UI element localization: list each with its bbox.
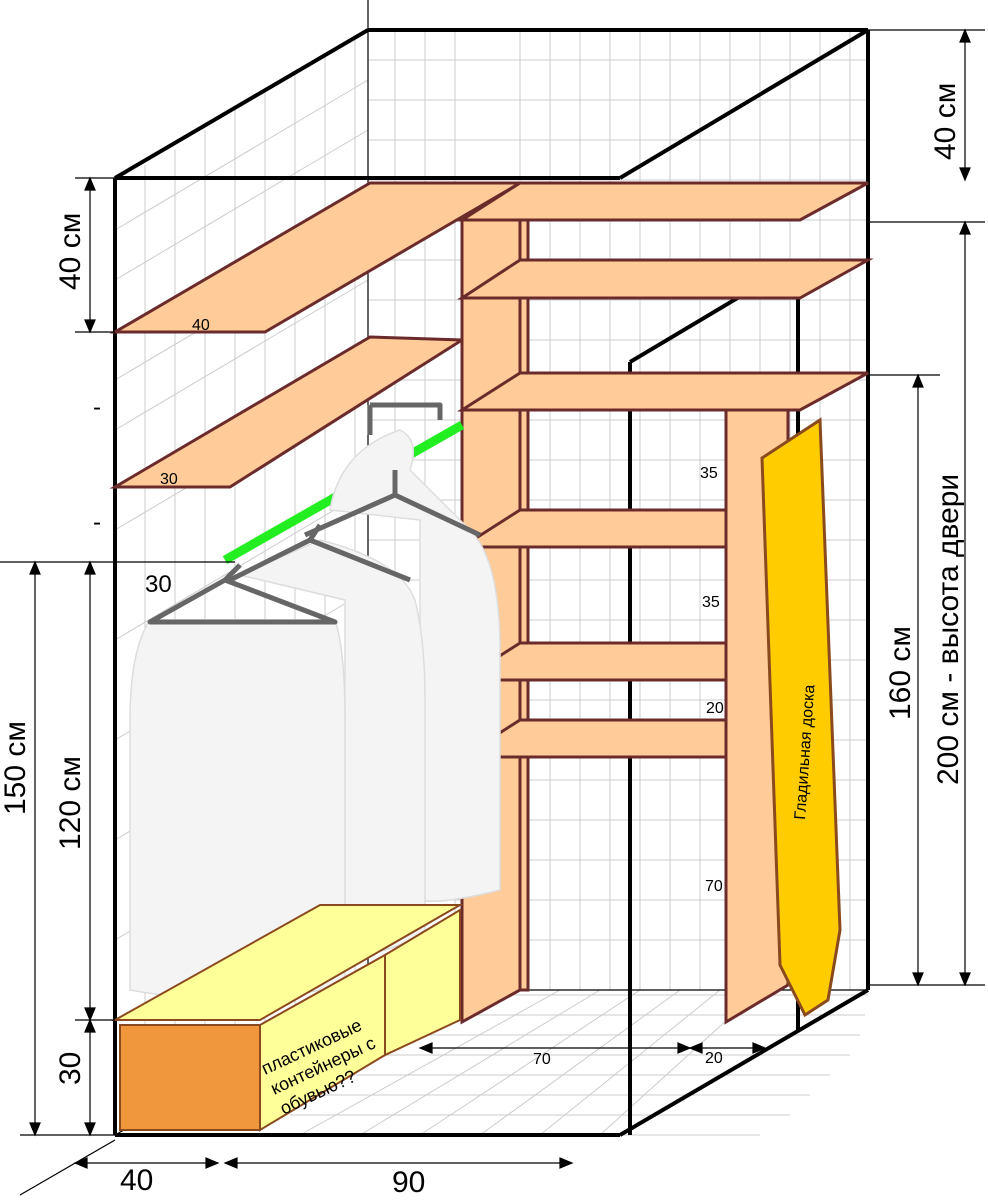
hanger-icon: [367, 402, 443, 435]
right-shelf-2: [456, 258, 874, 300]
bottom-left-height-label: 30: [54, 1052, 87, 1085]
inner-height-label: 160 см: [884, 626, 917, 720]
door-height-label: 200 см - высота двери: [932, 474, 965, 785]
width-left-label: 40: [120, 1164, 153, 1197]
shoe-container-back: [384, 908, 461, 1057]
rod-depth-label: 30: [145, 571, 172, 598]
left-inner-height-label: 120 см: [54, 756, 87, 850]
left-total-height-label: 150 см: [0, 721, 32, 815]
shoe-container-front: [119, 1024, 261, 1131]
garment-bag-back: [329, 429, 501, 902]
shelf2-depth-label: 30: [160, 471, 178, 488]
ironing-board: [760, 417, 842, 1018]
hanging-clothes: [129, 402, 501, 1000]
shelf1-depth-label: 40: [192, 317, 210, 334]
gap-70-label: 70: [705, 878, 723, 895]
gap-20-label: 20: [706, 700, 724, 717]
gap-35a-label: 35: [700, 465, 718, 482]
floor-right-label: 20: [705, 1050, 723, 1067]
floor-depth-label: 70: [533, 1051, 551, 1068]
width-right-label: 90: [392, 1166, 425, 1198]
right-shelf-3: [456, 371, 869, 412]
dash-label-2: -: [93, 509, 101, 536]
box-top-face: [111, 904, 464, 1021]
center-column-side: [518, 218, 530, 992]
top-right-height-label: 40 см: [929, 83, 962, 160]
right-shelf-1: [456, 181, 869, 222]
gap-35b-label: 35: [702, 594, 720, 611]
dash-label-1: -: [93, 394, 101, 421]
top-left-height-label: 40 см: [54, 213, 87, 290]
